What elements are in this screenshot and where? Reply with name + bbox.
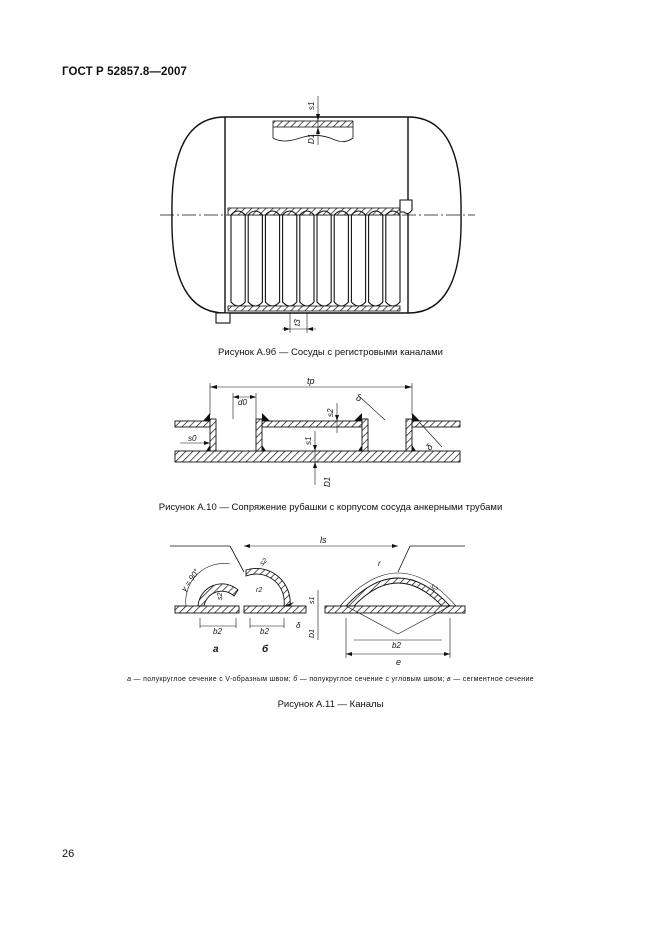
label-r: r <box>378 559 381 568</box>
label-s2-c: s2 <box>428 583 438 593</box>
register-channel <box>350 210 367 307</box>
register-channels <box>230 210 401 307</box>
jacket-right <box>411 420 461 428</box>
legend-key-b: б <box>293 676 298 683</box>
register-channel <box>264 210 281 307</box>
label-e: e <box>396 657 401 667</box>
register-channel <box>247 210 263 307</box>
label-s1: s1 <box>304 437 313 445</box>
label-s2-a: s2 <box>217 593 224 601</box>
anchor-tube-left-wall2 <box>255 418 263 452</box>
anchor-tube-right-wall2 <box>405 418 413 452</box>
label-delta-right: δ <box>424 441 436 452</box>
label-sub-b: б <box>262 643 269 655</box>
register-channel <box>368 210 384 307</box>
label-tp: tp <box>307 376 315 386</box>
label-D1: D1 <box>323 477 332 487</box>
jacket-left <box>174 420 211 428</box>
register-channel <box>282 210 298 307</box>
legend-text-b: полукруглое сечение с угловым швом; <box>309 676 445 683</box>
register-channel <box>299 210 315 307</box>
register-channel <box>230 210 246 307</box>
label-s2: s2 <box>326 408 335 417</box>
legend-text-a: полукруглое сечение с V-образным швом; <box>143 676 292 683</box>
channel-c-segment: r s2 b2 e <box>324 559 466 667</box>
label-s1: s1 <box>307 102 316 110</box>
label-delta: δ <box>296 621 301 630</box>
label-b2-c: b2 <box>392 641 401 650</box>
figure-a11-drawing: ls γ = 90° s2 b2 а s2 r2 b2 δ б s1 D1 <box>170 535 466 667</box>
anchor-tube-right-wall1 <box>361 418 369 452</box>
label-D1: D1 <box>309 629 316 638</box>
outlet-nozzle <box>399 199 413 215</box>
label-delta-top: δ <box>356 393 362 403</box>
legend-text-c: сегментное сечение <box>462 676 534 683</box>
label-ls: ls <box>320 535 327 545</box>
label-D1: D1 <box>307 134 316 144</box>
legend-key-a: а <box>127 676 132 683</box>
label-t3: t3 <box>293 319 302 326</box>
register-channel <box>333 210 349 307</box>
register-band-bottom <box>227 305 401 312</box>
nozzle-wall-hatch <box>272 120 354 128</box>
drain-nozzle <box>215 312 231 324</box>
legend-key-c: в <box>447 676 451 683</box>
jacket-mid <box>261 420 363 428</box>
channel-b-semicircle-fillet-weld: s2 r2 b2 δ б <box>243 557 307 655</box>
label-r2: r2 <box>256 587 262 594</box>
vessel-wall <box>174 450 461 463</box>
register-channel <box>385 210 401 307</box>
page-number: 26 <box>62 848 75 860</box>
figure-a10-drawing: tp d0 s2 δ δ s0 s1 D1 <box>174 376 461 487</box>
anchor-tube-left-wall1 <box>209 418 217 452</box>
label-b2-b: b2 <box>260 627 269 636</box>
document-header: ГОСТ Р 52857.8—2007 <box>62 66 187 78</box>
label-s1: s1 <box>309 597 316 605</box>
figure-a9b-vessel-drawing: s1 D1 t3 <box>160 96 475 333</box>
figure-a11-legend: а — полукруглое сечение с V-образным шво… <box>127 676 534 683</box>
label-angle: γ = 90° <box>179 567 201 593</box>
label-s0: s0 <box>188 434 197 443</box>
label-b2-a: b2 <box>213 627 222 636</box>
label-s2-b: s2 <box>259 557 269 567</box>
figure-a11-caption: Рисунок А.11 — Каналы <box>277 699 384 710</box>
figure-a10-caption: Рисунок А.10 — Сопряжение рубашки с корп… <box>158 502 503 513</box>
channel-a-semicircle-v-weld: γ = 90° s2 b2 а <box>174 563 240 655</box>
label-d0: d0 <box>238 398 247 407</box>
register-channel <box>316 210 332 307</box>
figure-a9b-caption: Рисунок А.9б — Сосуды с регистровыми кан… <box>218 347 443 358</box>
label-sub-a: а <box>213 644 219 655</box>
